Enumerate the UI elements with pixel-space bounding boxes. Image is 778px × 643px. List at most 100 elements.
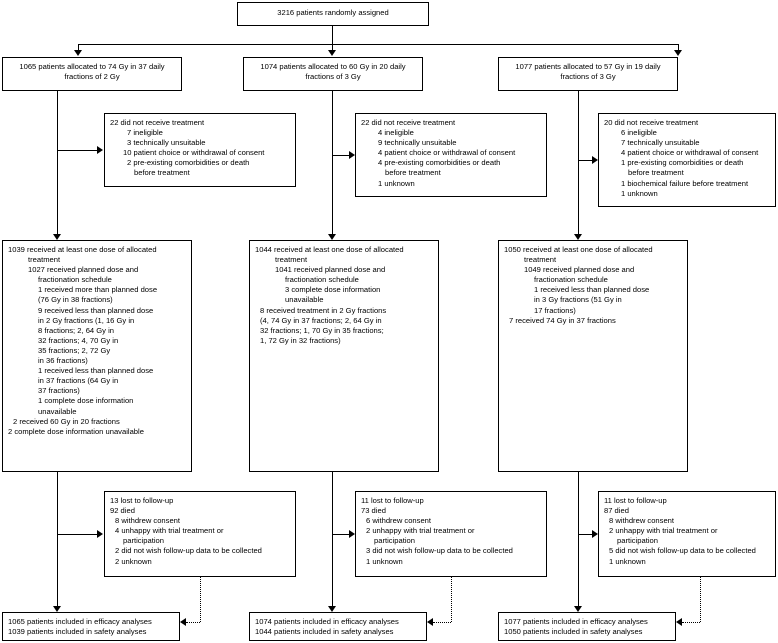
- treatment-line: 2 received 60 Gy in 20 fractions: [13, 416, 120, 426]
- followup-line: 92 died: [110, 506, 135, 516]
- randomisation-box: 3216 patients randomly assigned: [237, 2, 429, 26]
- analysis-line-efficacy: 1077 patients included in efficacy analy…: [504, 617, 648, 626]
- treatment-line: in 36 fractions): [38, 356, 88, 366]
- allocation-line-1: 1077 patients allocated to 57 Gy in 19 d…: [515, 62, 661, 71]
- allocation-line-2: fractions of 3 Gy: [305, 72, 361, 82]
- followup-line: 87 died: [604, 506, 629, 516]
- exclusion-line: 6 ineligible: [621, 128, 657, 138]
- allocation-line-1: 1065 patients allocated to 74 Gy in 37 d…: [19, 62, 165, 71]
- allocation-box-arm-60gy: 1074 patients allocated to 60 Gy in 20 d…: [243, 57, 423, 91]
- followup-line: 3 did not wish follow-up data to be coll…: [366, 546, 513, 556]
- treatment-line: 1 received less than planned dose: [38, 366, 154, 376]
- allocation-line-1: 1074 patients allocated to 60 Gy in 20 d…: [260, 62, 406, 71]
- analysis-line-efficacy: 1074 patients included in efficacy analy…: [255, 617, 399, 626]
- treatment-line: in 3 Gy fractions (51 Gy in: [534, 295, 622, 305]
- exclusion-line: before treatment: [628, 168, 684, 178]
- followup-box-arm-57gy: 11 lost to follow-up 87 died 8 withdrew …: [598, 491, 776, 577]
- exclusion-line: 2 pre-existing comorbidities or death: [127, 158, 250, 168]
- allocation-line-2: fractions of 2 Gy: [64, 72, 120, 82]
- followup-line: 2 unknown: [115, 556, 152, 566]
- treatment-line: 1039 received at least one dose of alloc…: [8, 245, 157, 254]
- exclusion-line: 1 pre-existing comorbidities or death: [621, 158, 744, 168]
- exclusion-line: 3 technically unsuitable: [127, 138, 206, 148]
- followup-line: 5 did not wish follow-up data to be coll…: [609, 546, 756, 556]
- analysis-line-safety: 1044 patients included in safety analyse…: [255, 627, 394, 637]
- treatment-line: 32 fractions; 4, 70 Gy in: [38, 335, 119, 345]
- treatment-line: 1 received less than planned dose: [534, 285, 650, 295]
- treatment-line: 8 received treatment in 2 Gy fractions: [260, 305, 387, 315]
- followup-line: 2 unhappy with trial treatment or: [366, 526, 475, 536]
- treatment-line: (4, 74 Gy in 37 fractions; 2, 64 Gy in: [260, 315, 382, 325]
- followup-line: 4 unhappy with trial treatment or: [115, 526, 224, 536]
- exclusion-line: 7 technically unsuitable: [621, 138, 700, 148]
- treatment-line: 1 received more than planned dose: [38, 285, 158, 295]
- treatment-box-arm-57gy: 1050 received at least one dose of alloc…: [498, 240, 688, 472]
- exclusion-box-arm-74gy: 22 did not receive treatment 7 ineligibl…: [104, 113, 296, 187]
- followup-box-arm-60gy: 11 lost to follow-up 73 died 6 withdrew …: [355, 491, 547, 577]
- analysis-box-arm-60gy: 1074 patients included in efficacy analy…: [249, 612, 427, 641]
- treatment-line: 35 fractions; 2, 72 Gy: [38, 345, 111, 355]
- exclusion-line: 10 patient choice or withdrawal of conse…: [123, 148, 265, 158]
- analysis-box-arm-57gy: 1077 patients included in efficacy analy…: [498, 612, 676, 641]
- exclusion-box-arm-60gy: 22 did not receive treatment 4 ineligibl…: [355, 113, 547, 197]
- followup-line: 8 withdrew consent: [115, 516, 181, 526]
- analysis-line-safety: 1039 patients included in safety analyse…: [8, 627, 147, 637]
- analysis-line-safety: 1050 patients included in safety analyse…: [504, 627, 643, 637]
- treatment-line: 1, 72 Gy in 32 fractions): [260, 335, 341, 345]
- treatment-line: unavailable: [38, 406, 77, 416]
- exclusion-line: 22 did not receive treatment: [110, 118, 205, 127]
- treatment-line: 37 fractions): [38, 386, 80, 396]
- treatment-box-arm-74gy: 1039 received at least one dose of alloc…: [2, 240, 192, 472]
- exclusion-line: 1 unknown: [378, 178, 415, 188]
- randomisation-label: 3216 patients randomly assigned: [277, 8, 389, 17]
- exclusion-line: before treatment: [385, 168, 441, 178]
- treatment-line: 1044 received at least one dose of alloc…: [255, 245, 404, 254]
- exclusion-line: 4 pre-existing comorbidities or death: [378, 158, 501, 168]
- treatment-line: in 37 fractions (64 Gy in: [38, 376, 119, 386]
- allocation-box-arm-74gy: 1065 patients allocated to 74 Gy in 37 d…: [2, 57, 182, 91]
- exclusion-line: 1 biochemical failure before treatment: [621, 178, 749, 188]
- analysis-line-efficacy: 1065 patients included in efficacy analy…: [8, 617, 152, 626]
- followup-line: participation: [617, 536, 658, 546]
- treatment-line: (76 Gy in 38 fractions): [38, 295, 113, 305]
- treatment-line: 8 fractions; 2, 64 Gy in: [38, 325, 114, 335]
- followup-line: 2 unhappy with trial treatment or: [609, 526, 718, 536]
- exclusion-line: 4 ineligible: [378, 128, 414, 138]
- followup-line: 13 lost to follow-up: [110, 496, 174, 505]
- treatment-box-arm-60gy: 1044 received at least one dose of alloc…: [249, 240, 439, 472]
- treatment-line: 1049 received planned dose and: [524, 265, 635, 275]
- treatment-line: fractionation schedule: [285, 275, 359, 285]
- treatment-line: 7 received 74 Gy in 37 fractions: [509, 315, 616, 325]
- treatment-line: unavailable: [285, 295, 324, 305]
- followup-line: 11 lost to follow-up: [604, 496, 667, 505]
- allocation-line-2: fractions of 3 Gy: [560, 72, 616, 82]
- exclusion-line: 22 did not receive treatment: [361, 118, 456, 127]
- treatment-line: 3 complete dose information: [285, 285, 381, 295]
- followup-line: 6 withdrew consent: [366, 516, 432, 526]
- treatment-line: 1027 received planned dose and: [28, 265, 139, 275]
- exclusion-line: 7 ineligible: [127, 128, 163, 138]
- exclusion-line: 1 unknown: [621, 188, 658, 198]
- treatment-line: 32 fractions; 1, 70 Gy in 35 fractions;: [260, 325, 384, 335]
- exclusion-line: 4 patient choice or withdrawal of consen…: [378, 148, 516, 158]
- treatment-line: 9 received less than planned dose: [38, 305, 154, 315]
- treatment-line: treatment: [275, 255, 308, 265]
- analysis-box-arm-74gy: 1065 patients included in efficacy analy…: [2, 612, 180, 641]
- allocation-box-arm-57gy: 1077 patients allocated to 57 Gy in 19 d…: [498, 57, 678, 91]
- treatment-line: 1 complete dose information: [38, 396, 134, 406]
- treatment-line: treatment: [524, 255, 557, 265]
- followup-line: 1 unknown: [366, 556, 403, 566]
- followup-line: participation: [123, 536, 164, 546]
- followup-box-arm-74gy: 13 lost to follow-up 92 died 8 withdrew …: [104, 491, 296, 577]
- treatment-line: 1041 received planned dose and: [275, 265, 386, 275]
- followup-line: 8 withdrew consent: [609, 516, 675, 526]
- treatment-line: fractionation schedule: [534, 275, 608, 285]
- exclusion-line: before treatment: [134, 168, 190, 178]
- followup-line: 11 lost to follow-up: [361, 496, 424, 505]
- treatment-line: treatment: [28, 255, 61, 265]
- exclusion-box-arm-57gy: 20 did not receive treatment 6 ineligibl…: [598, 113, 776, 207]
- followup-line: 2 did not wish follow-up data to be coll…: [115, 546, 262, 556]
- exclusion-line: 20 did not receive treatment: [604, 118, 699, 127]
- exclusion-line: 4 patient choice or withdrawal of consen…: [621, 148, 759, 158]
- followup-line: participation: [374, 536, 415, 546]
